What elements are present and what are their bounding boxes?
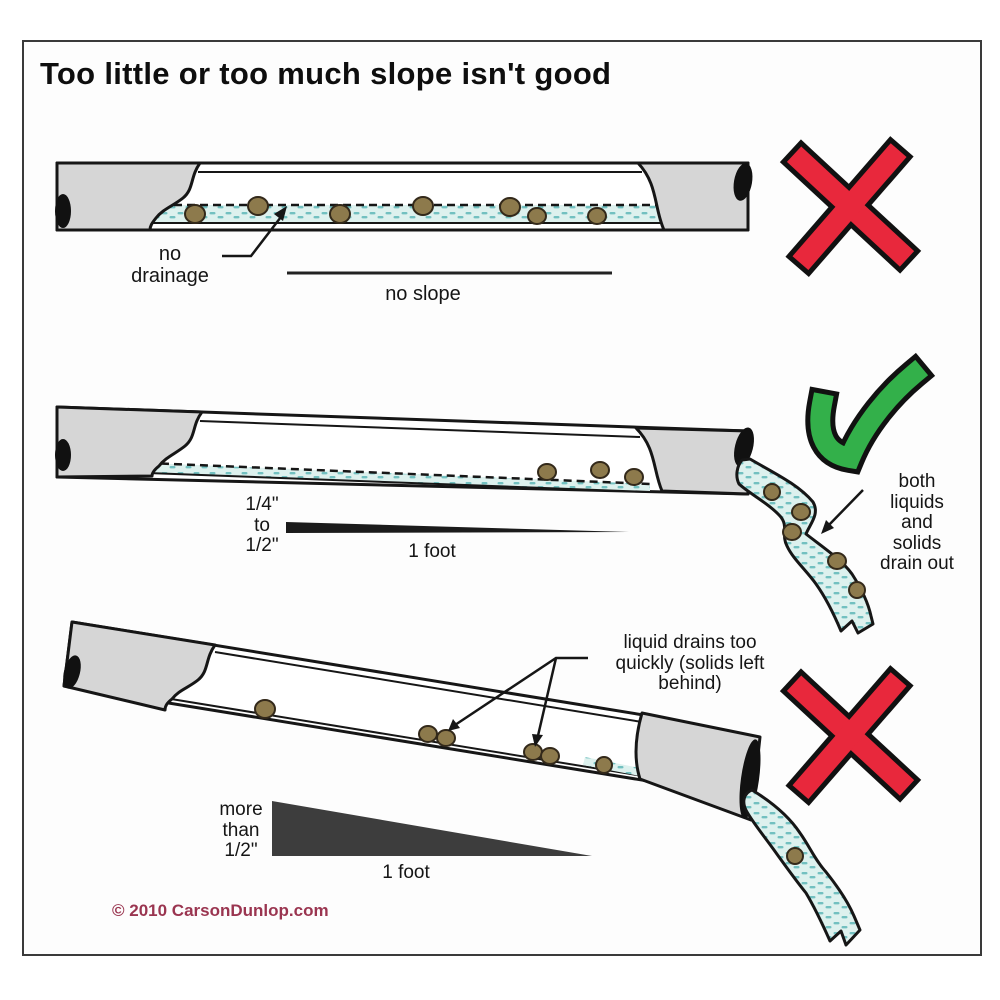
pipe-inner-bottom-line (164, 697, 656, 779)
drain-out-leader-arrow (821, 489, 864, 534)
waste-solids (537, 461, 644, 486)
rise-quarter-to-half-label: 1/4" to 1/2" (245, 494, 279, 557)
drainage-leader-arrow (222, 206, 287, 258)
pipe-left-rim (55, 194, 71, 228)
rise-more-than-half-label: more than 1/2" (219, 799, 263, 862)
pipe-left-rim (55, 439, 71, 471)
solids-left-leader-arrows (448, 656, 588, 747)
pipe-left-cap (62, 620, 217, 712)
pipe-right-cap (634, 711, 762, 822)
run-one-foot-label: 1 foot (408, 541, 456, 562)
flowing-water (147, 461, 651, 493)
diagram-title: Too little or too much slope isn't good (40, 56, 612, 91)
pipe-right-cap (634, 426, 750, 496)
pipe-proper-slope (55, 405, 875, 635)
pipe-no-slope (55, 161, 753, 232)
pipe-right-rim (733, 163, 753, 201)
drains-too-quickly-label: liquid drains too quickly (solids left b… (615, 632, 765, 695)
drain-out-label: both liquids and solids drain out (880, 471, 954, 575)
pass-check-icon (805, 352, 936, 475)
pipe-left-rim (63, 655, 81, 689)
run-one-foot-label-2: 1 foot (382, 862, 430, 883)
copyright-text: © 2010 CarsonDunlop.com (112, 901, 329, 920)
pipe-left-cap (55, 161, 202, 232)
slope-wedge-quarter-inch (286, 522, 629, 533)
pipe-inner-wall-line (199, 420, 641, 438)
slope-wedge-steep (272, 801, 592, 856)
no-slope-label: no slope (385, 283, 461, 305)
pipe-right-cap (636, 161, 750, 232)
pipe-steep-slope (62, 620, 862, 947)
drain-out-stream (735, 457, 875, 635)
fast-drain-stream (742, 788, 862, 947)
waste-solids (184, 196, 607, 225)
fail-x-icon (779, 136, 922, 278)
waste-solids (763, 483, 866, 599)
waste-solids (254, 699, 613, 774)
waste-solid (786, 847, 804, 865)
pipe-left-cap (55, 405, 204, 479)
pipe-inner-wall-line (214, 651, 649, 724)
pipe-right-rim (734, 427, 754, 467)
no-drainage-label: no drainage (131, 243, 209, 287)
fail-x-icon (779, 665, 922, 807)
